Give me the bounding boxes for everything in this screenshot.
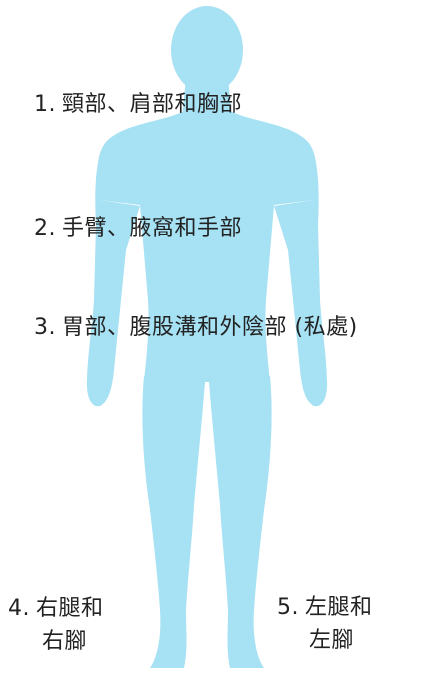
- label-text-line1: 左腿和: [305, 595, 373, 620]
- arm-right: [274, 140, 328, 407]
- neck: [182, 78, 232, 118]
- label-arms-armpits-hands: 2.手臂、腋窩和手部: [34, 214, 242, 244]
- label-number: 4.: [8, 596, 30, 621]
- label-neck-shoulders-chest: 1.頸部、肩部和胸部: [34, 90, 242, 120]
- label-right-leg-foot: 4.右腿和 右腳: [8, 592, 104, 658]
- label-left-leg-foot: 5.左腿和 左腳: [277, 591, 373, 657]
- leg-left: [142, 376, 205, 668]
- label-text-line2: 右腳: [42, 629, 88, 654]
- head: [171, 6, 243, 94]
- label-text: 胃部、腹股溝和外陰部 (私處): [62, 315, 358, 340]
- label-number: 1.: [34, 92, 56, 117]
- leg-right: [209, 376, 272, 668]
- label-text-line1: 右腿和: [36, 596, 104, 621]
- label-number: 3.: [34, 315, 56, 340]
- torso: [97, 112, 317, 382]
- label-text-line2: 左腳: [309, 628, 355, 653]
- label-text: 頸部、肩部和胸部: [62, 92, 243, 117]
- label-stomach-groin-genitals: 3.胃部、腹股溝和外陰部 (私處): [34, 313, 358, 343]
- arm-left: [86, 140, 140, 407]
- label-number: 5.: [277, 595, 299, 620]
- label-text: 手臂、腋窩和手部: [62, 216, 243, 241]
- label-number: 2.: [34, 216, 56, 241]
